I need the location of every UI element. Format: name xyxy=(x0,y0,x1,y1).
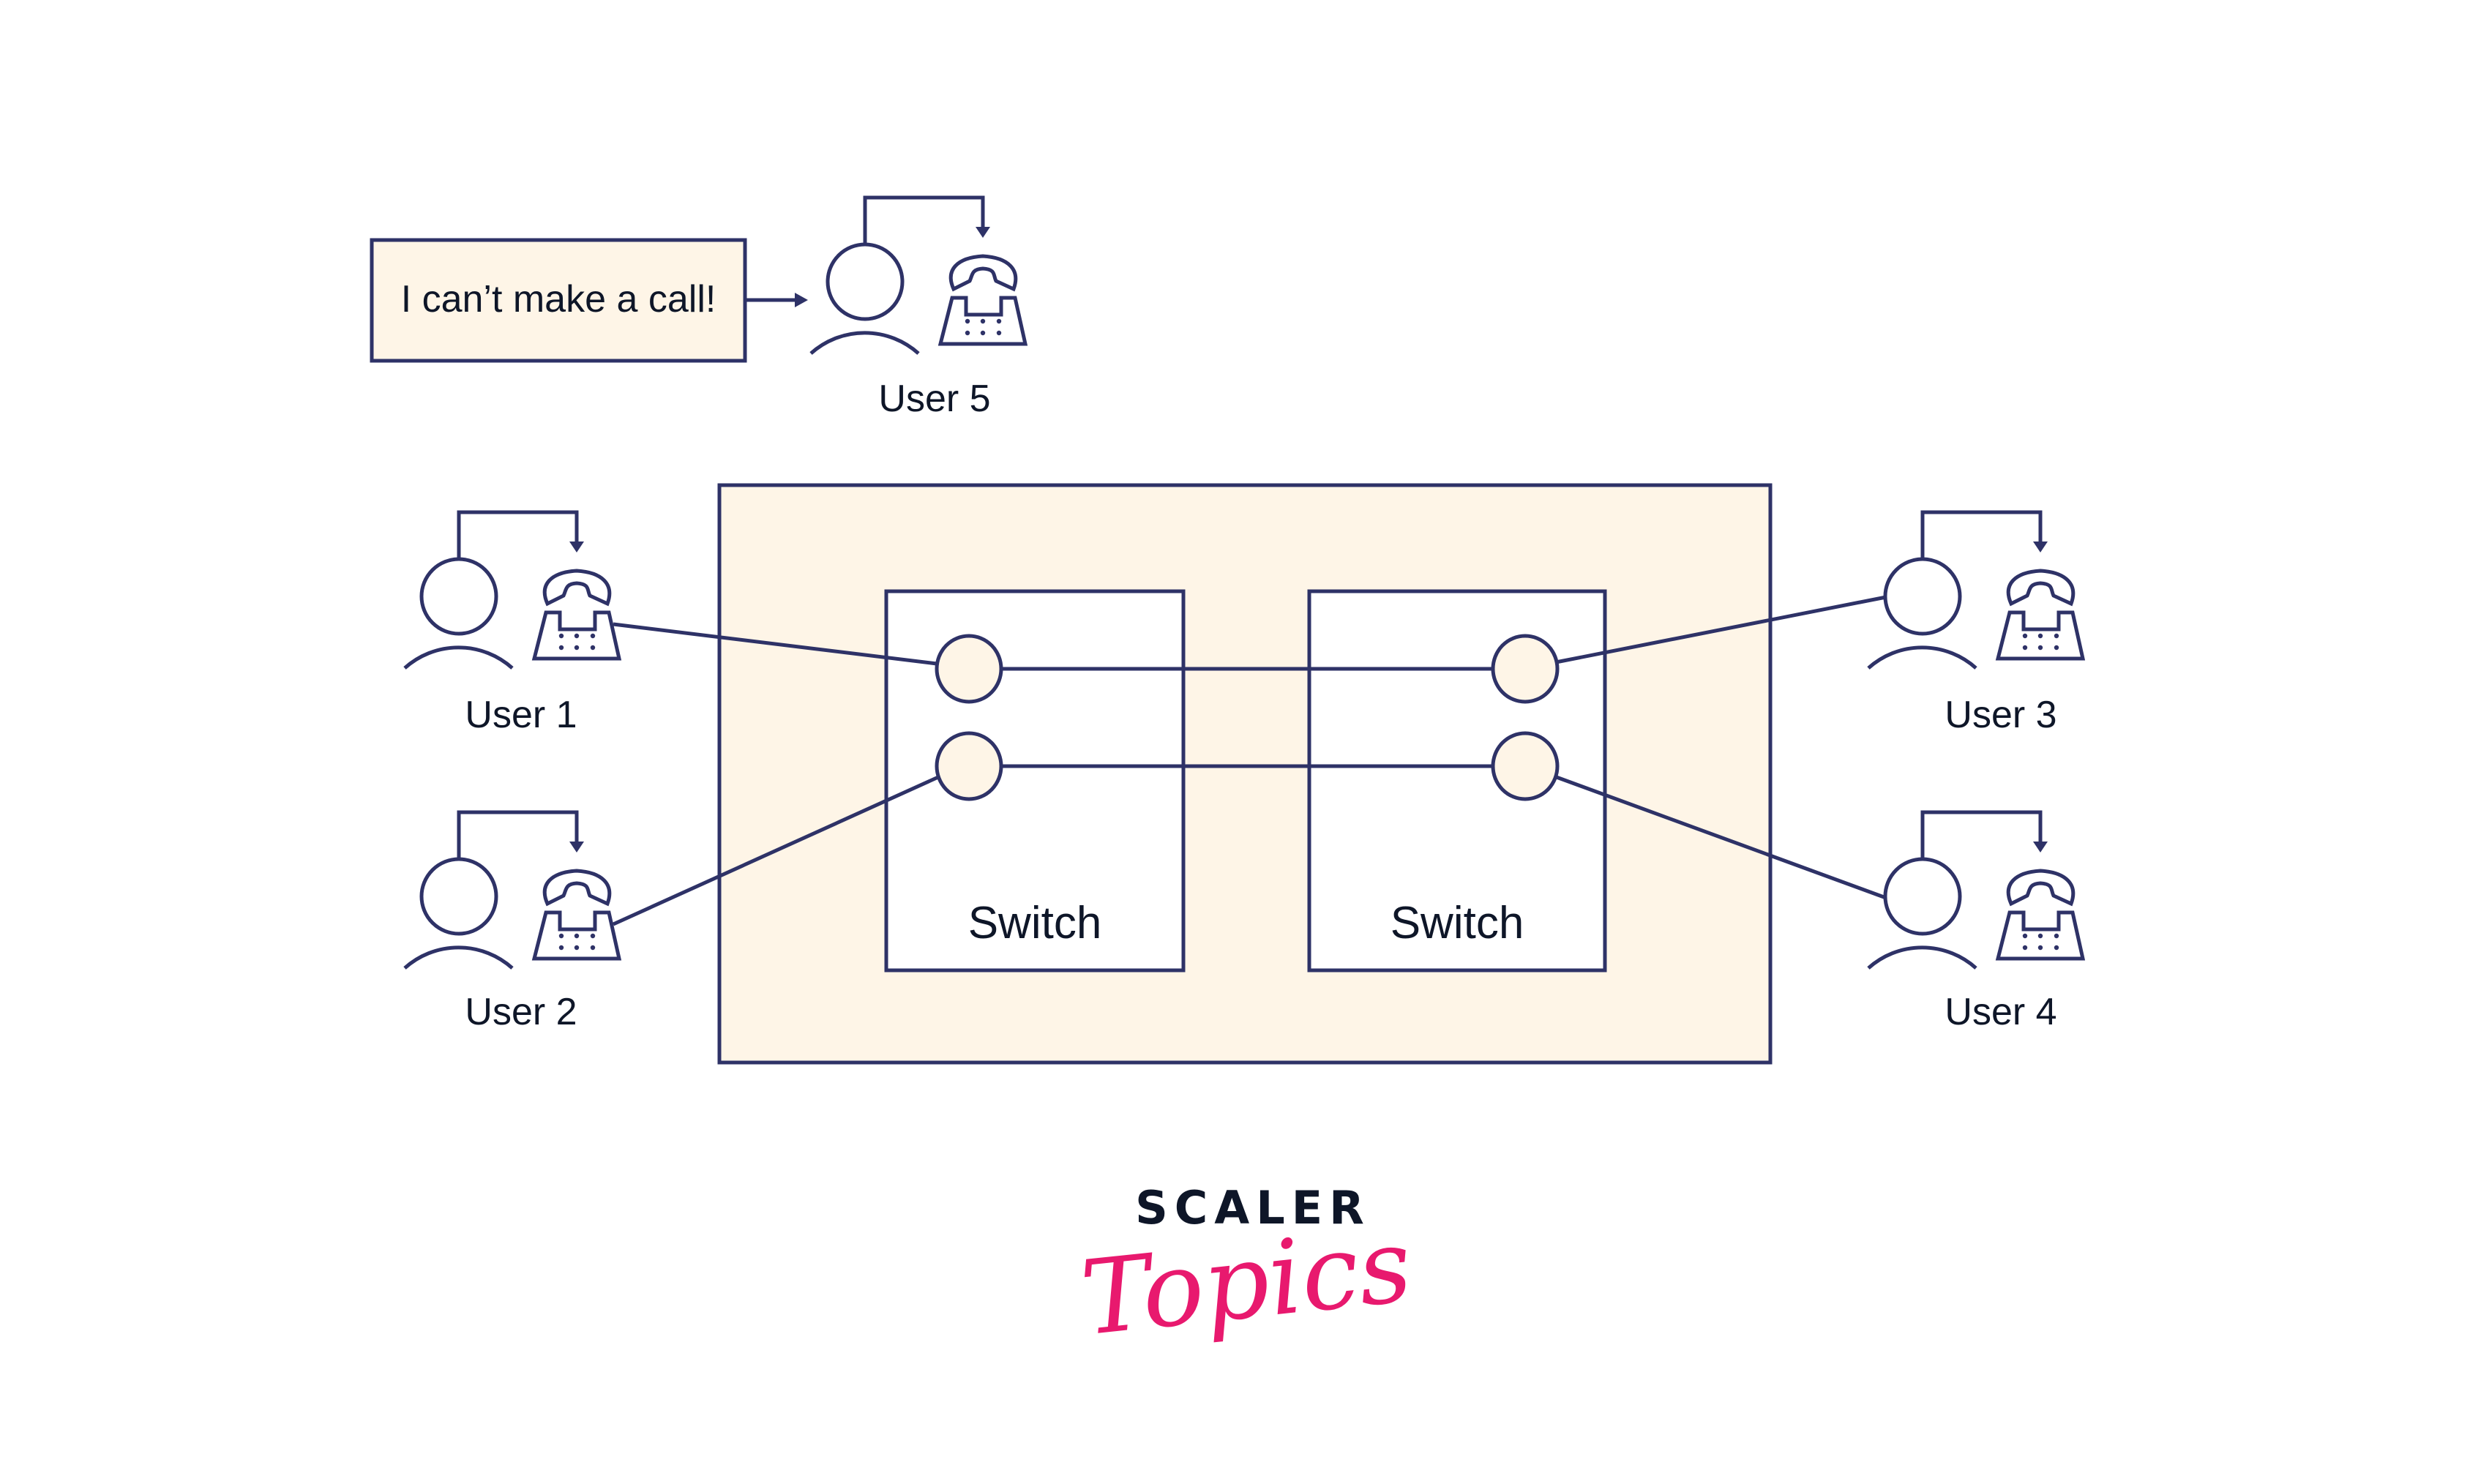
arrowhead-icon xyxy=(795,293,808,307)
user-phone-icon xyxy=(405,812,619,968)
user-2: User 2 xyxy=(405,812,619,1033)
link-user2-switch1 xyxy=(612,775,940,926)
user-phone-icon xyxy=(405,512,619,668)
logo-scaler-text: SCALER xyxy=(1135,1181,1371,1234)
switch-2-port-1 xyxy=(1491,634,1560,704)
user-4: User 4 xyxy=(1868,812,2083,1033)
link-switch2-user3 xyxy=(1555,595,1887,664)
user-4-label: User 4 xyxy=(1945,991,2056,1033)
message-text: I can’t make a call! xyxy=(401,278,716,321)
user-phone-icon xyxy=(1868,512,2083,668)
switch-1-label: Switch xyxy=(968,898,1102,948)
switch-1: Switch xyxy=(884,589,1186,973)
link-user1-switch1 xyxy=(613,622,937,666)
exchange-panel xyxy=(717,483,1773,1065)
link-switch2-user4 xyxy=(1554,774,1887,900)
user-3-label: User 3 xyxy=(1945,694,2056,736)
user-3: User 3 xyxy=(1868,512,2083,736)
switch-1-port-2 xyxy=(935,731,1003,801)
switch-2: Switch xyxy=(1307,589,1607,973)
user-5-label: User 5 xyxy=(878,378,990,420)
user-1-label: User 1 xyxy=(465,694,577,736)
switch-2-label: Switch xyxy=(1391,898,1524,948)
user-2-label: User 2 xyxy=(465,991,577,1033)
message-box: I can’t make a call! xyxy=(370,238,747,363)
scaler-topics-logo: SCALER Topics xyxy=(1076,1181,1417,1359)
logo-topics-text: Topics xyxy=(1076,1206,1417,1359)
switch-2-port-2 xyxy=(1491,731,1560,801)
switch-1-port-1 xyxy=(935,634,1003,704)
user-1: User 1 xyxy=(405,512,619,736)
user-5: User 5 xyxy=(811,198,1025,420)
user-phone-icon xyxy=(1868,812,2083,968)
user-phone-icon xyxy=(811,198,1025,353)
